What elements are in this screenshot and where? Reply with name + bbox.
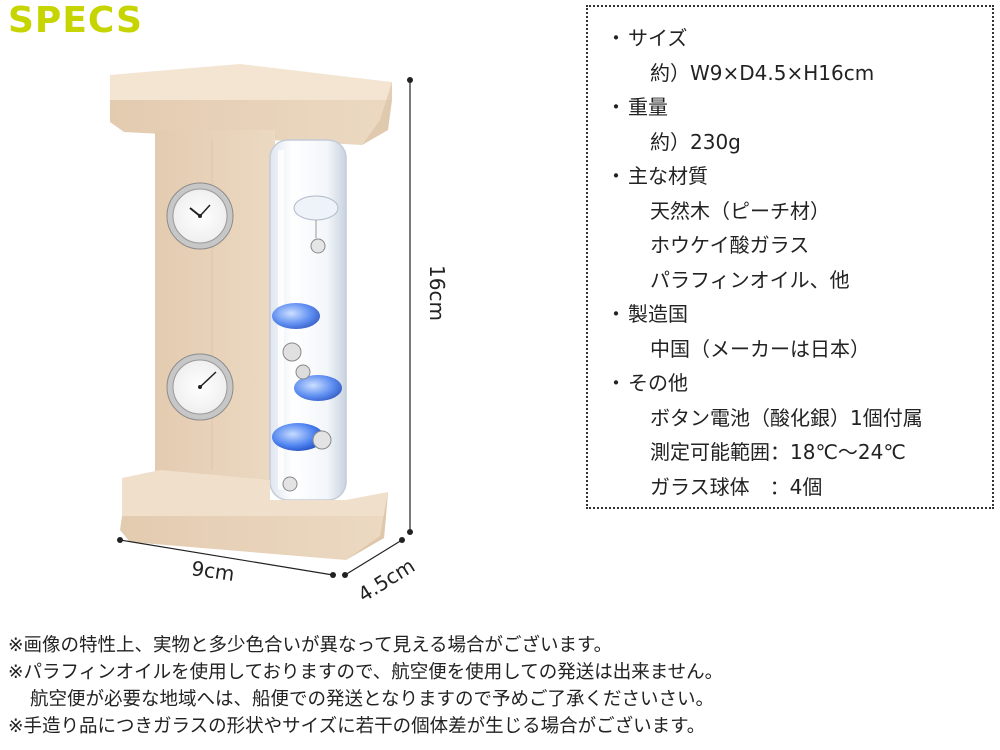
spec-value: 中国（メーカーは日本） <box>650 336 870 361</box>
width-dimension: 9cm <box>117 537 336 586</box>
spec-box: サイズ 約）W9×D4.5×H16cm 重量 約）230g 主な材質 天然木（ピ… <box>586 5 994 509</box>
height-dimension: 16cm <box>407 77 449 535</box>
spec-other: その他 ボタン電池（酸化銀）1個付属 測定可能範囲：18℃～24℃ ガラス球体 … <box>628 366 992 504</box>
wood-base <box>120 470 388 560</box>
spec-value: ボタン電池（酸化銀）1個付属 <box>650 405 923 430</box>
spec-value: 約）230g <box>650 129 741 154</box>
spec-label: 主な材質 <box>628 164 708 188</box>
notes: ※画像の特性上、実物と多少色合いが異なって見える場合がございます。 ※パラフィン… <box>8 632 993 740</box>
note-color: ※画像の特性上、実物と多少色合いが異なって見える場合がございます。 <box>8 635 613 656</box>
spec-value: 約）W9×D4.5×H16cm <box>650 60 875 85</box>
page-title: SPECS <box>8 0 143 41</box>
clock-icon <box>166 182 234 250</box>
spec-value: 天然木（ピーチ材） <box>650 198 830 223</box>
spec-label: 製造国 <box>628 302 688 326</box>
product-illustration: 16cm 9cm 4.5cm <box>110 64 449 607</box>
glass-bulb-blue-3 <box>272 423 332 492</box>
spec-size: サイズ 約）W9×D4.5×H16cm <box>628 21 992 90</box>
spec-list: サイズ 約）W9×D4.5×H16cm 重量 約）230g 主な材質 天然木（ピ… <box>588 7 992 504</box>
spec-label: サイズ <box>628 26 687 50</box>
spec-value: ガラス球体 ：4個 <box>650 474 823 499</box>
glass-bulb-clear <box>293 195 339 254</box>
height-label: 16cm <box>425 265 449 321</box>
spec-material: 主な材質 天然木（ピーチ材） ホウケイ酸ガラス パラフィンオイル、他 <box>628 159 992 297</box>
spec-value: 測定可能範囲：18℃～24℃ <box>650 440 906 464</box>
width-label: 9cm <box>190 556 236 586</box>
depth-label: 4.5cm <box>354 553 420 606</box>
spec-weight: 重量 約）230g <box>628 90 992 159</box>
spec-country: 製造国 中国（メーカーは日本） <box>628 297 992 366</box>
spec-label: 重量 <box>628 95 668 119</box>
note-handmade: ※手造り品につきガラスの形状やサイズに若干の個体差が生じる場合がございます。 <box>8 716 706 737</box>
glass-bulb-blue-1 <box>272 303 320 362</box>
spec-label: その他 <box>628 371 688 395</box>
wood-pillar <box>155 130 275 480</box>
note-sea-shipping: 航空便が必要な地域へは、船便での発送となりますので予めご了承くださいさい。 <box>30 689 714 710</box>
spec-value: ホウケイ酸ガラス <box>650 233 810 257</box>
glass-bulb-blue-2 <box>294 364 342 401</box>
note-shipping: ※パラフィンオイルを使用しておりますので、航空便を使用しての発送は出来ません。 <box>8 662 724 683</box>
hygrometer-icon <box>166 353 234 421</box>
spec-value: パラフィンオイル、他 <box>650 267 850 292</box>
